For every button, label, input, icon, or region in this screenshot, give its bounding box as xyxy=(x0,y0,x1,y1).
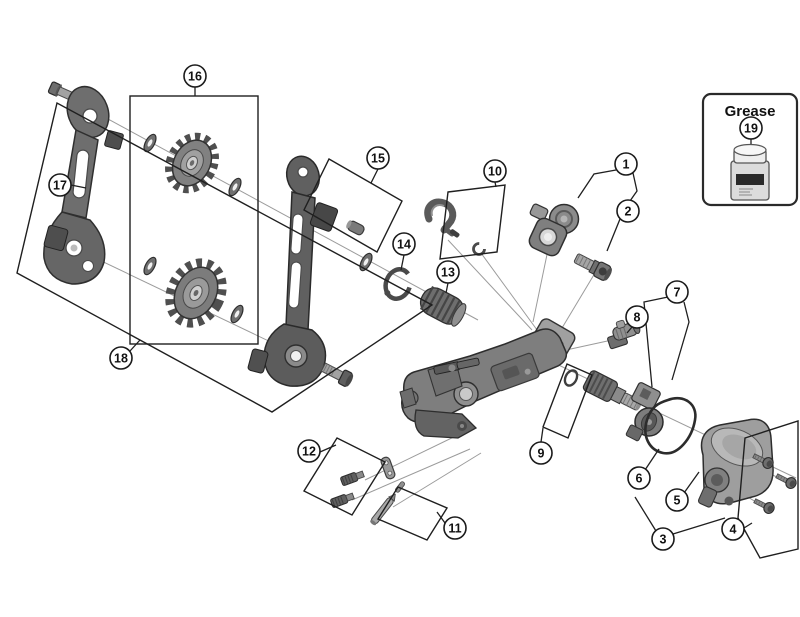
cover-screw-3 xyxy=(753,498,775,515)
spring-pin-short xyxy=(394,481,406,493)
svg-text:8: 8 xyxy=(634,311,641,325)
cover-screw-2 xyxy=(775,473,797,490)
callout-17: 17 xyxy=(48,173,72,197)
callout-7: 7 xyxy=(665,280,689,304)
svg-text:2: 2 xyxy=(625,205,632,219)
callout-14: 14 xyxy=(392,232,416,256)
svg-text:19: 19 xyxy=(744,122,758,136)
adjust-plug xyxy=(582,370,642,411)
o-ring xyxy=(563,369,579,387)
callout-1: 1 xyxy=(614,152,638,176)
cage-washer xyxy=(359,252,373,272)
guide-pulley-upper xyxy=(165,132,219,194)
svg-text:4: 4 xyxy=(730,523,737,537)
group-box-15 xyxy=(303,158,403,253)
callout-2: 2 xyxy=(616,199,640,223)
tension-spring xyxy=(419,286,467,327)
bracket-axle-unit xyxy=(528,203,580,257)
svg-text:13: 13 xyxy=(441,266,455,280)
callouts: 1 2 3 4 5 6 7 8 9 10 11 12 13 14 15 xyxy=(48,64,745,551)
svg-text:9: 9 xyxy=(538,447,545,461)
callout-8: 8 xyxy=(625,305,649,329)
cover-screw-1 xyxy=(752,453,774,470)
tension-pulley-washer-left xyxy=(143,256,157,276)
group-box-9 xyxy=(542,363,593,439)
callout-4: 4 xyxy=(721,517,745,541)
grease-title: Grease xyxy=(725,103,776,120)
callout-15: 15 xyxy=(366,146,390,170)
motor-unit-cover xyxy=(697,418,774,508)
outer-cage-plate xyxy=(43,85,124,285)
callout-9: 9 xyxy=(529,441,553,465)
svg-text:7: 7 xyxy=(674,286,681,300)
callout-18: 18 xyxy=(109,346,133,370)
svg-text:6: 6 xyxy=(636,472,643,486)
cover-gasket xyxy=(644,397,697,455)
callout-6: 6 xyxy=(627,466,651,490)
bracket-axle-bolt xyxy=(573,253,612,281)
svg-text:10: 10 xyxy=(488,165,502,179)
svg-text:11: 11 xyxy=(448,522,461,536)
group-box-12 xyxy=(302,437,387,516)
callout-10: 10 xyxy=(483,159,507,183)
grease-jar xyxy=(730,143,770,201)
group-boxes xyxy=(16,95,799,559)
guide-pulley-washer-upper-right xyxy=(228,177,242,197)
tension-pulley-washer-right xyxy=(230,304,244,324)
cage-pivot-bolt-bottom xyxy=(320,362,354,387)
snap-ring xyxy=(383,267,413,301)
svg-text:5: 5 xyxy=(674,494,681,508)
adjust-screw-plate xyxy=(380,456,396,480)
svg-text:1: 1 xyxy=(623,158,630,172)
callout-16: 16 xyxy=(183,64,207,88)
group-box-18 xyxy=(16,101,434,413)
group-box-16 xyxy=(129,95,259,345)
svg-text:18: 18 xyxy=(114,352,128,366)
group-box-4 xyxy=(737,420,799,559)
svg-text:17: 17 xyxy=(53,179,67,193)
adjust-screw-lower xyxy=(330,492,355,508)
svg-text:14: 14 xyxy=(397,238,411,252)
svg-text:12: 12 xyxy=(302,445,316,459)
adjust-screw-upper xyxy=(340,470,365,486)
leader-lines xyxy=(70,87,753,535)
callout-11: 11 xyxy=(443,516,467,540)
hook-clip xyxy=(472,242,486,256)
cable-guide-hook xyxy=(424,198,460,238)
group-box-11 xyxy=(376,486,449,541)
svg-text:3: 3 xyxy=(660,533,667,547)
inner-cage-plate xyxy=(247,155,339,387)
cage-stopper-pin xyxy=(346,220,365,236)
callout-12: 12 xyxy=(297,439,321,463)
svg-text:16: 16 xyxy=(188,70,202,84)
callout-13: 13 xyxy=(436,260,460,284)
callout-5: 5 xyxy=(665,488,689,512)
grease-legend: Grease 19 xyxy=(701,92,799,207)
svg-text:15: 15 xyxy=(371,152,385,166)
callout-3: 3 xyxy=(651,527,675,551)
group-box-10 xyxy=(439,184,506,260)
derailleur-body xyxy=(399,318,576,439)
callout-19: 19 xyxy=(739,116,763,140)
tension-pulley-lower xyxy=(165,258,227,328)
